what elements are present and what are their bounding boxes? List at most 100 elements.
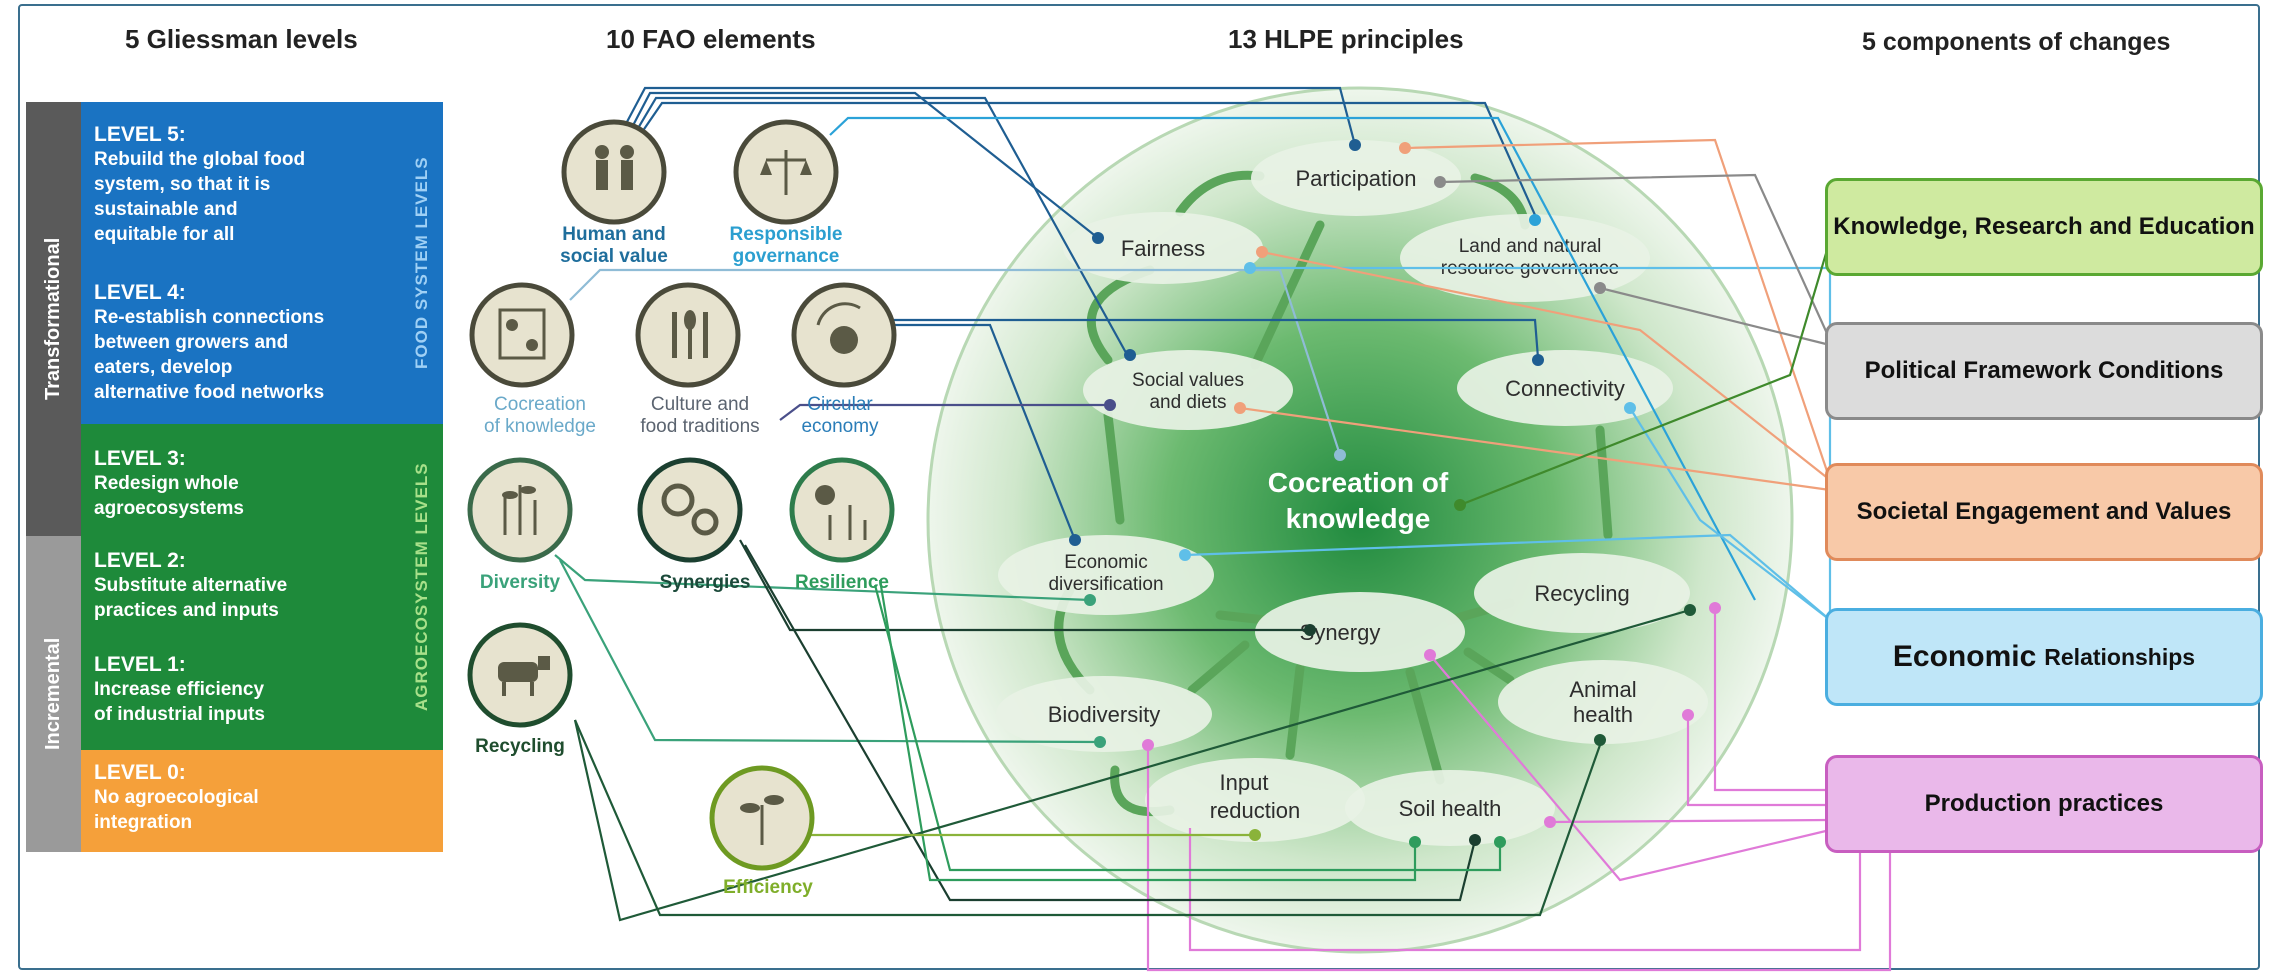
connector <box>1459 239 1832 507</box>
level-1: LEVEL 1: Increase efficiency of industri… <box>94 652 265 727</box>
connector <box>878 579 1417 882</box>
level-4: LEVEL 4: Re-establish connections betwee… <box>94 280 324 405</box>
label-fairness: Fairness <box>1121 236 1205 261</box>
label-participation: Participation <box>1295 166 1416 191</box>
level-1-line: of industrial inputs <box>94 704 265 725</box>
fao-label-diversity: Diversity <box>480 572 561 593</box>
dot <box>1684 604 1696 616</box>
gears-icon <box>637 457 743 563</box>
dot <box>1092 232 1104 244</box>
dot <box>1094 736 1106 748</box>
level-5-line: sustainable and <box>94 199 238 220</box>
sun-plants-icon <box>789 457 895 563</box>
fao-labels: Human and social value Responsible gover… <box>475 224 889 898</box>
label-cocreation: Cocreation of <box>1268 467 1449 498</box>
header-fao: 10 FAO elements <box>606 24 816 54</box>
component-economic-big: Economic <box>1892 640 2037 673</box>
plants-icon <box>467 457 573 563</box>
label-recycling: Recycling <box>1534 581 1629 606</box>
fao-label-resilience: Resilience <box>795 572 889 593</box>
fao-label-cocreation: of knowledge <box>484 416 596 437</box>
label-economic-diversification: diversification <box>1048 574 1163 595</box>
bubble-soil-health <box>1345 770 1555 846</box>
level-0-line: integration <box>94 812 193 833</box>
connector <box>850 323 1077 541</box>
header-hlpe: 13 HLPE principles <box>1228 24 1464 54</box>
arrow <box>1175 170 1265 217</box>
connector <box>619 86 1357 146</box>
connector <box>554 554 1091 602</box>
connector <box>1713 608 1830 792</box>
fao-label-efficiency: Efficiency <box>723 877 813 898</box>
dot <box>1256 246 1268 258</box>
level-4-line: eaters, develop <box>94 357 233 378</box>
bubble-recycling <box>1474 553 1690 633</box>
fao-label-culture: food traditions <box>640 416 759 437</box>
level-5-line: Rebuild the global food <box>94 149 306 170</box>
connector <box>1549 818 1831 824</box>
fao-label-recycling: Recycling <box>475 736 565 757</box>
dot <box>1424 649 1436 661</box>
fao-label-synergies: Synergies <box>660 572 751 593</box>
connector <box>1429 654 1831 882</box>
connector <box>569 268 1342 456</box>
arrow <box>1595 425 1613 540</box>
connector <box>559 559 1101 744</box>
bubble-biodiversity <box>996 676 1212 752</box>
connector <box>1239 406 1831 492</box>
dot <box>1084 594 1096 606</box>
food-system-levels-panel <box>81 102 443 424</box>
dot <box>1142 739 1154 751</box>
circular-icon <box>791 282 897 388</box>
dot <box>1069 534 1081 546</box>
label-social-values: Social values <box>1132 370 1244 391</box>
component-knowledge: Knowledge, Research and Education <box>1825 178 2263 276</box>
dot <box>1334 449 1346 461</box>
fao-icons <box>467 119 897 871</box>
level-2: LEVEL 2: Substitute alternative practice… <box>94 548 287 623</box>
connector <box>1188 828 1862 952</box>
level-5-line: system, so that it is <box>94 174 271 195</box>
level-5: LEVEL 5: Rebuild the global food system,… <box>94 122 305 247</box>
connector <box>639 101 1537 216</box>
label-input-reduction: Input <box>1220 770 1269 795</box>
component-production: Production practices <box>1825 755 2263 853</box>
level-4-line: between growers and <box>94 332 289 353</box>
level-3-title: LEVEL 3: <box>94 447 186 470</box>
connector <box>627 91 1099 239</box>
fao-label-human: social value <box>560 246 668 267</box>
level-3-line: agroecosystems <box>94 498 244 519</box>
connector <box>573 719 1602 917</box>
dot <box>1244 262 1256 274</box>
arrow <box>1285 663 1305 760</box>
dot <box>1709 602 1721 614</box>
fao-label-human: Human and <box>562 224 665 245</box>
label-social-values: and diets <box>1149 392 1226 413</box>
header-components: 5 components of changes <box>1862 28 2171 56</box>
connector-lines <box>554 86 1892 972</box>
bubble-input-reduction <box>1145 758 1365 842</box>
component-economic-small: Relationships <box>2044 644 2196 670</box>
level-0: LEVEL 0: No agroecological integration <box>94 760 259 835</box>
dot <box>1494 836 1506 848</box>
fao-label-culture: Culture and <box>651 394 749 415</box>
label-connectivity: Connectivity <box>1505 376 1625 401</box>
sidebar-incremental-bg <box>26 536 81 852</box>
dot <box>1434 176 1446 188</box>
bubble-synergy <box>1255 592 1465 672</box>
dot <box>1399 142 1411 154</box>
bubble-connectivity <box>1457 350 1673 426</box>
dot <box>1544 816 1556 828</box>
level-5-line: equitable for all <box>94 224 235 245</box>
label-animal-health: health <box>1573 702 1633 727</box>
connector <box>829 116 1756 601</box>
principle-bubbles <box>996 140 1708 846</box>
fao-label-circular: Circular <box>807 394 873 415</box>
connector <box>1261 250 1831 481</box>
agroecosystem-levels-panel <box>81 424 443 750</box>
level-1-line: Increase efficiency <box>94 679 265 700</box>
component-societal: Societal Engagement and Values <box>1825 463 2263 561</box>
principle-labels: Participation Fairness Land and natural … <box>1048 166 1637 823</box>
